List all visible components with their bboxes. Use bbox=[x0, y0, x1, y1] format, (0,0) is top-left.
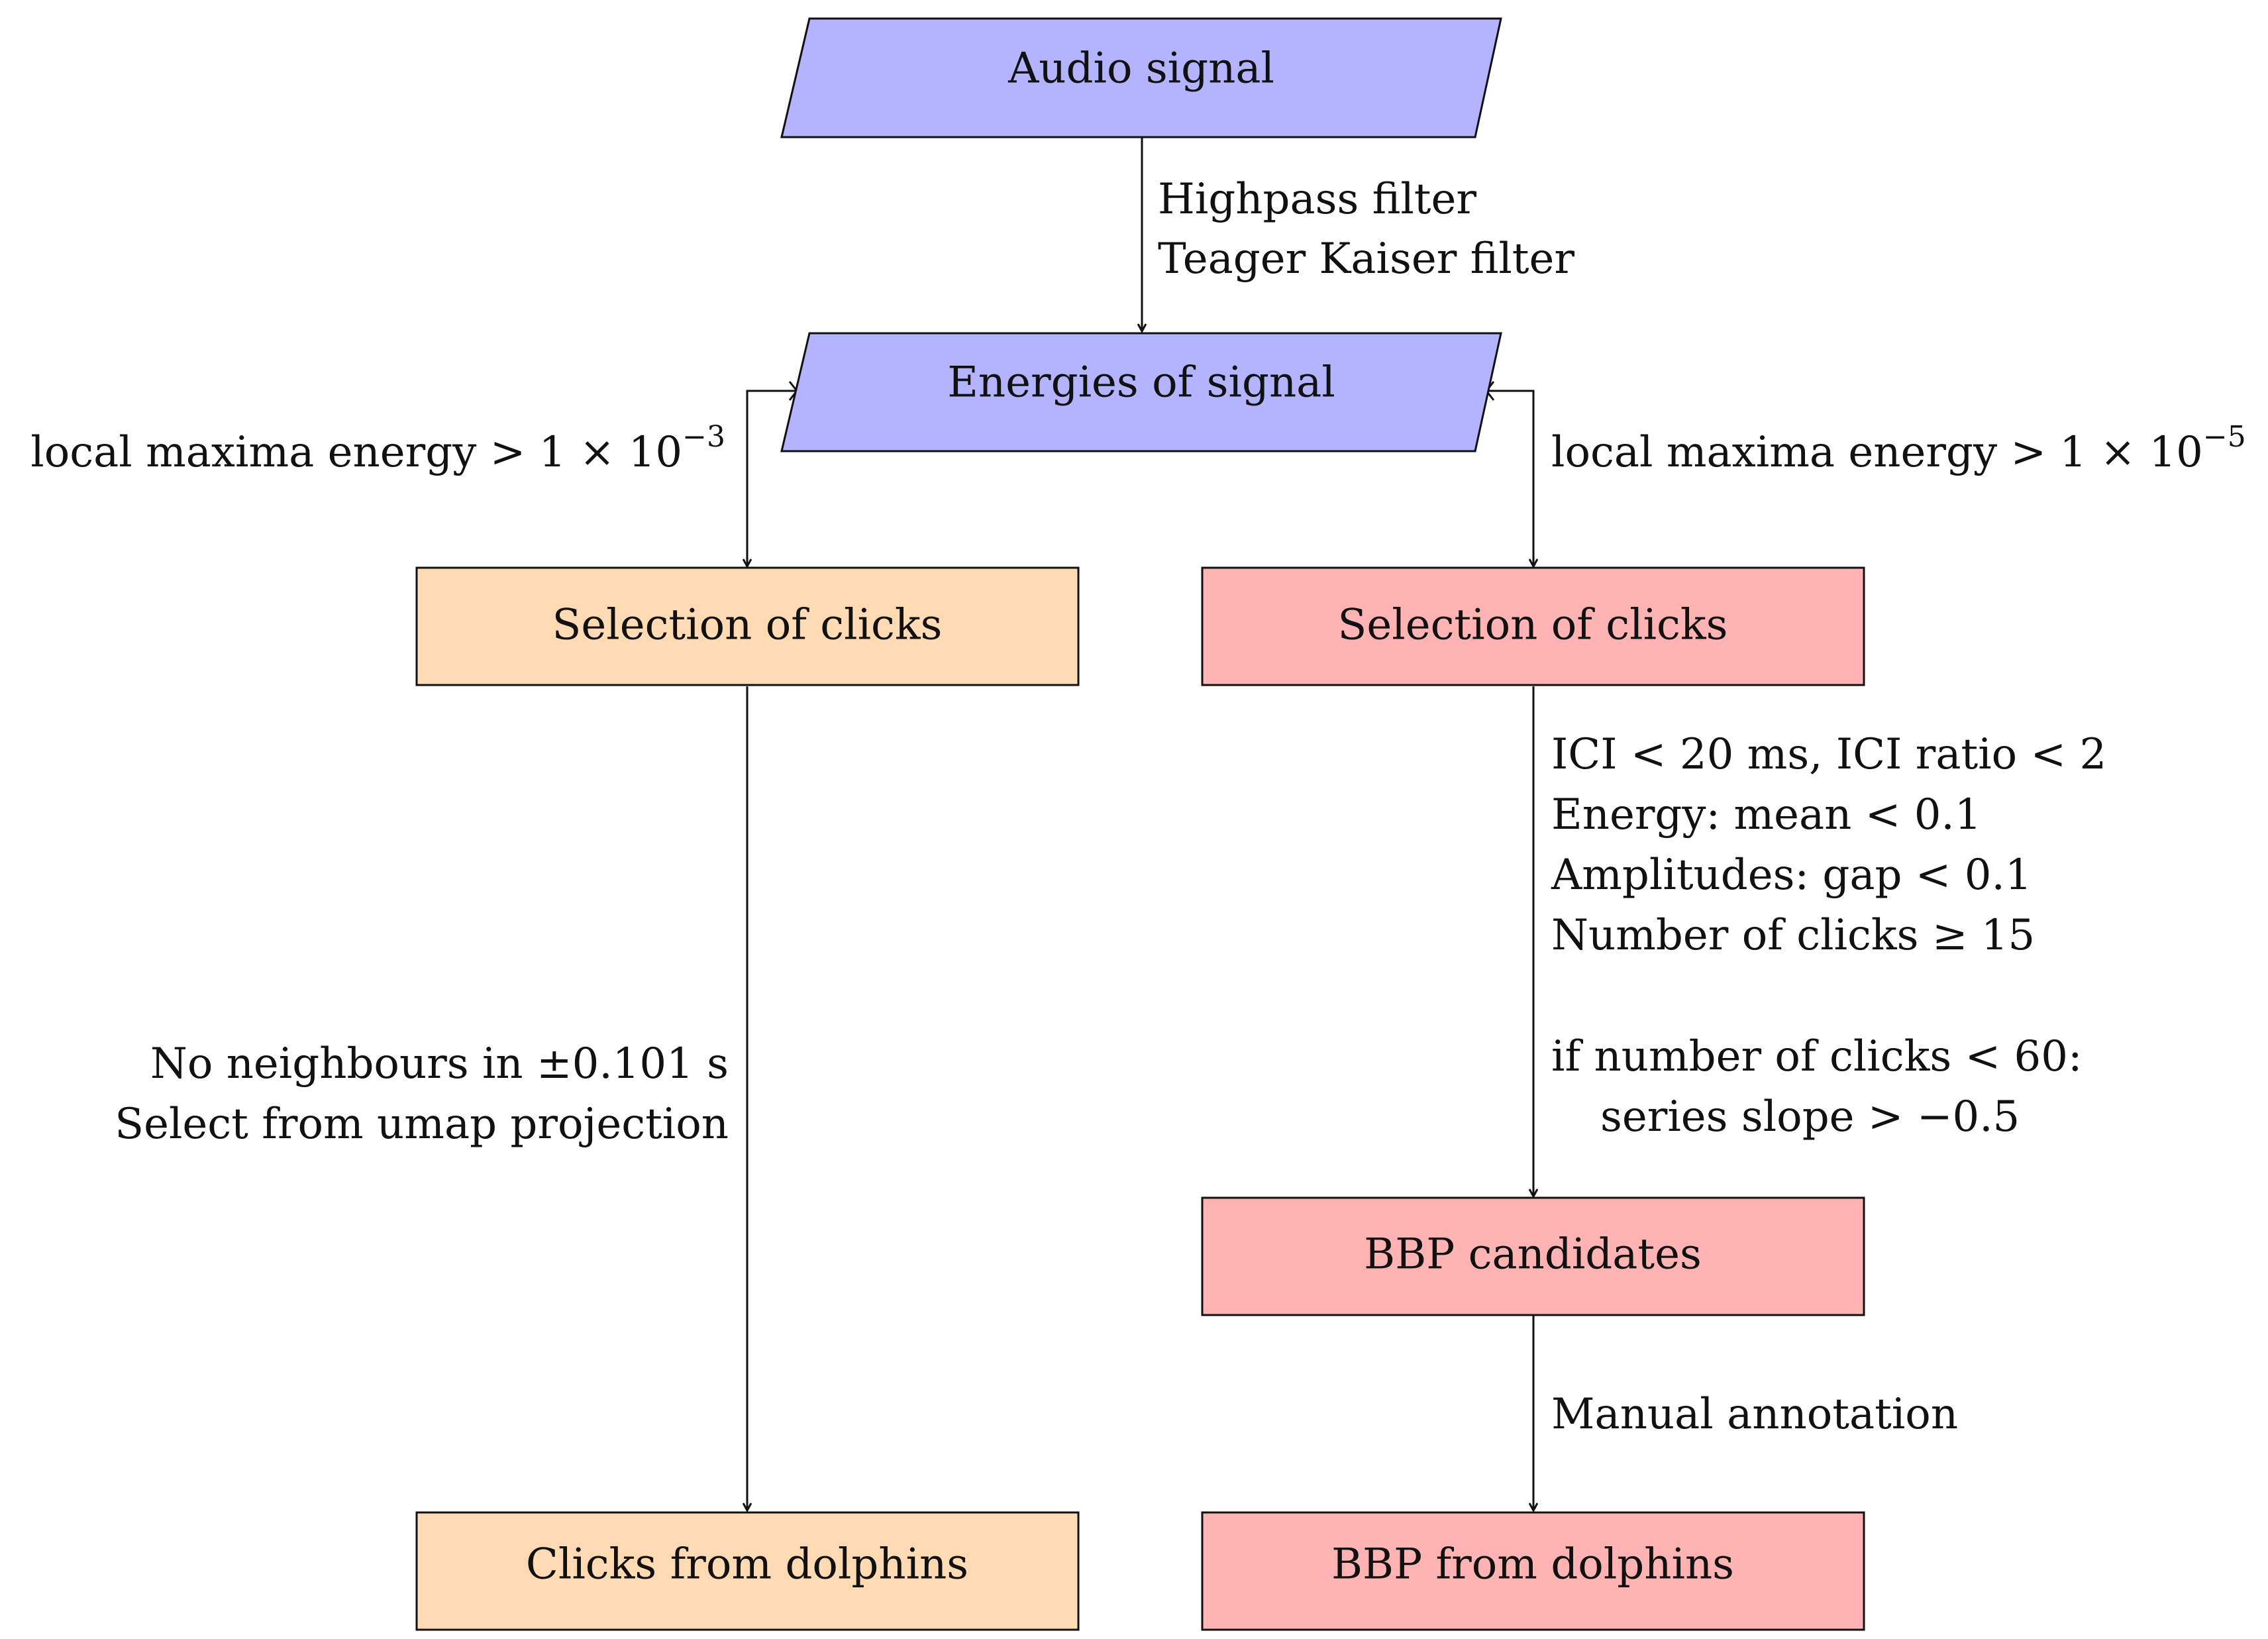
manual-annotation-label: Manual annotation bbox=[1551, 1390, 1958, 1439]
right-criteria-line-4: Number of clicks ≥ 15 bbox=[1551, 911, 2035, 960]
right-criteria-label: ICI < 20 ms, ICI ratio < 2 Energy: mean … bbox=[1551, 730, 2106, 1141]
node-selection-right: Selection of clicks bbox=[1201, 566, 1865, 686]
bbp-candidates-label: BBP candidates bbox=[1364, 1230, 1702, 1279]
threshold-left-text: local maxima energy > 1 × 10 bbox=[30, 428, 682, 477]
right-criteria-line-6: series slope > −0.5 bbox=[1600, 1092, 2020, 1141]
left-criteria-line-1: No neighbours in ±0.101 s bbox=[150, 1039, 729, 1088]
right-criteria-line-1: ICI < 20 ms, ICI ratio < 2 bbox=[1551, 730, 2106, 779]
bbp-candidates-box bbox=[1201, 1196, 1865, 1316]
clicks-from-dolphins-label: Clicks from dolphins bbox=[526, 1540, 968, 1589]
energies-shape bbox=[780, 332, 1502, 452]
right-criteria-line-2: Energy: mean < 0.1 bbox=[1551, 790, 1981, 839]
edges bbox=[747, 137, 1533, 1510]
bbp-from-dolphins-box bbox=[1201, 1511, 1865, 1631]
energies-label: Energies of signal bbox=[947, 358, 1335, 407]
node-clicks-from-dolphins: Clicks from dolphins bbox=[415, 1511, 1080, 1631]
node-energies-of-signal: Energies of signal bbox=[780, 332, 1502, 452]
node-audio-signal: Audio signal bbox=[780, 17, 1502, 138]
node-selection-left: Selection of clicks bbox=[415, 566, 1080, 686]
node-bbp-from-dolphins: BBP from dolphins bbox=[1201, 1511, 1865, 1631]
threshold-right-text: local maxima energy > 1 × 10 bbox=[1551, 428, 2203, 477]
left-criteria-label: No neighbours in ±0.101 s Select from um… bbox=[115, 1039, 729, 1149]
threshold-left-exponent: −3 bbox=[682, 420, 725, 454]
threshold-left-label: local maxima energy > 1 × 10−3 bbox=[30, 420, 725, 477]
selection-right-box bbox=[1201, 566, 1865, 686]
arrow-energies-to-selection-right bbox=[1482, 390, 1533, 566]
audio-signal-shape bbox=[780, 17, 1502, 138]
clicks-from-dolphins-box bbox=[415, 1511, 1080, 1631]
selection-right-label: Selection of clicks bbox=[1338, 601, 1728, 650]
bbp-from-dolphins-label: BBP from dolphins bbox=[1331, 1540, 1734, 1589]
left-criteria-line-2: Select from umap projection bbox=[115, 1100, 729, 1149]
threshold-right-label: local maxima energy > 1 × 10−5 bbox=[1551, 420, 2246, 477]
threshold-right-exponent: −5 bbox=[2203, 420, 2246, 454]
selection-left-box bbox=[415, 566, 1080, 686]
selection-left-label: Selection of clicks bbox=[552, 601, 943, 650]
audio-signal-label: Audio signal bbox=[1007, 44, 1274, 93]
filter-line-1: Highpass filter bbox=[1158, 175, 1476, 224]
right-criteria-line-5: if number of clicks < 60: bbox=[1551, 1032, 2083, 1081]
right-criteria-line-3: Amplitudes: gap < 0.1 bbox=[1551, 851, 2032, 900]
arrow-energies-to-selection-left bbox=[747, 390, 801, 566]
filters-label: Highpass filter Teager Kaiser filter bbox=[1158, 175, 1574, 284]
node-bbp-candidates: BBP candidates bbox=[1201, 1196, 1865, 1316]
filter-line-2: Teager Kaiser filter bbox=[1158, 235, 1574, 284]
